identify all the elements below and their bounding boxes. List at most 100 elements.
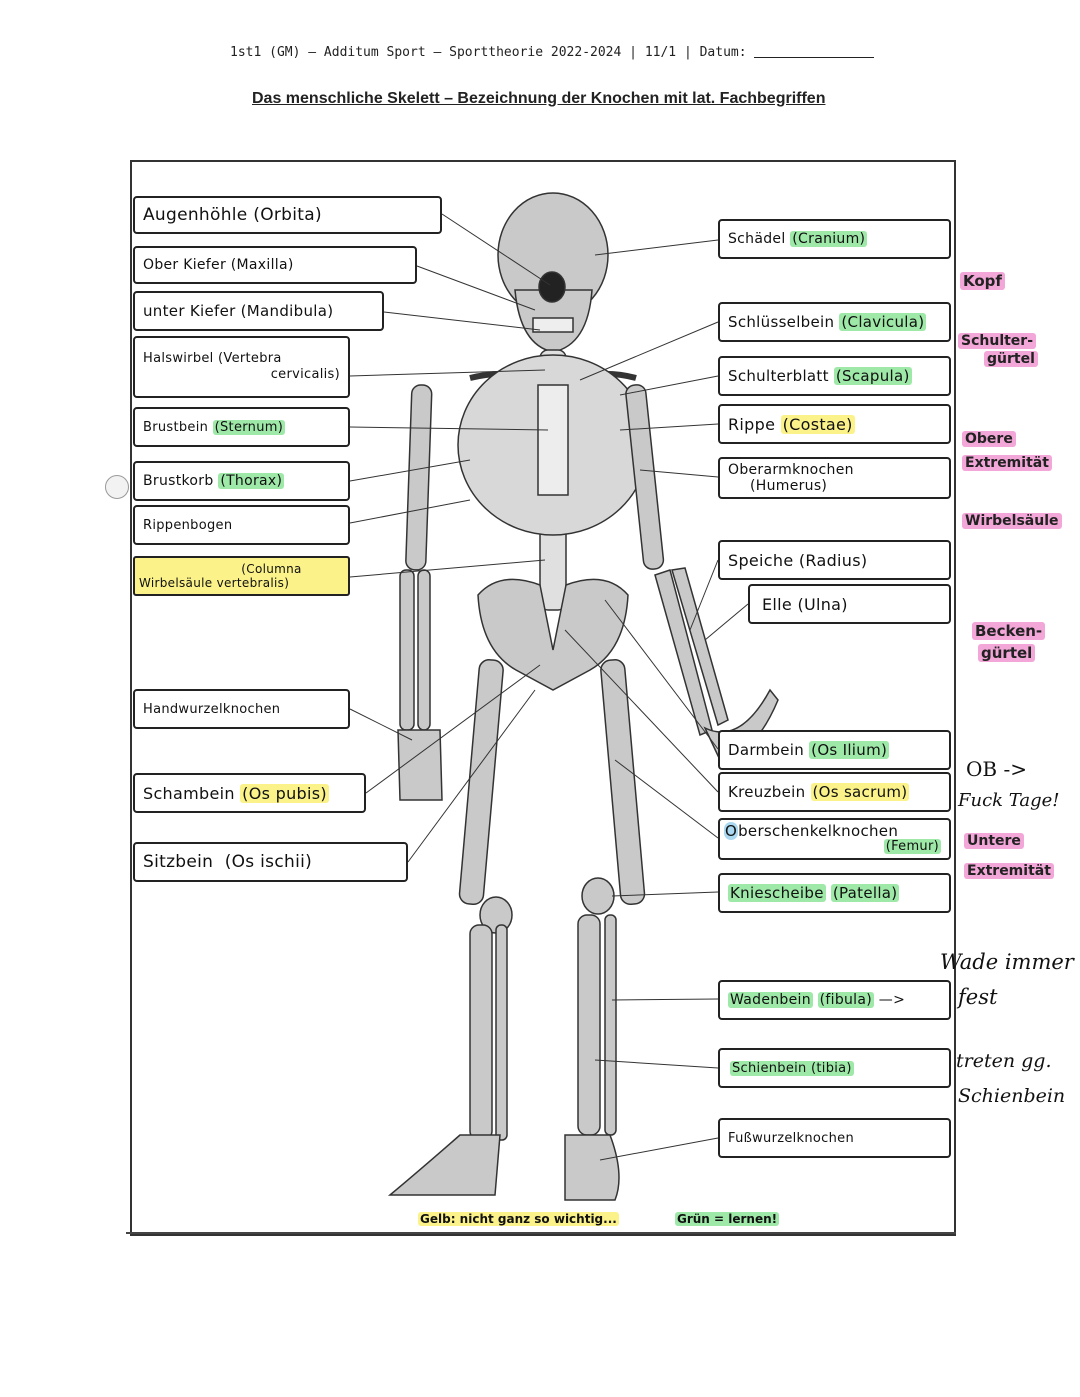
label-cranium-lat: (Cranium) bbox=[790, 231, 868, 247]
label-humerus: Oberarmknochen (Humerus) bbox=[718, 457, 951, 499]
note-fuck-tage: Fuck Tage! bbox=[958, 790, 1060, 811]
label-patella-lat: (Patella) bbox=[830, 884, 900, 902]
region-becken-2: gürtel bbox=[978, 644, 1036, 662]
label-sacrum-de: Kreuzbein bbox=[728, 783, 806, 801]
region-schulter-1: Schulter- bbox=[958, 333, 1037, 349]
label-fusswurzel-de: Fußwurzelknochen bbox=[728, 1130, 854, 1146]
region-kopf: Kopf bbox=[960, 272, 1005, 290]
region-schulter-2: gürtel bbox=[984, 351, 1038, 367]
label-ulna-lat: (Ulna) bbox=[797, 594, 848, 614]
region-obere-2: Extremität bbox=[962, 455, 1052, 471]
label-cranium-de: Schädel bbox=[728, 231, 786, 247]
label-sacrum-lat: (Os sacrum) bbox=[810, 783, 910, 801]
label-femur-de2: berschenkelknochen bbox=[738, 822, 899, 840]
note-ob: OB -> bbox=[966, 757, 1027, 781]
label-mandibula-de: unter Kiefer bbox=[143, 302, 236, 320]
label-thorax: Brustkorb (Thorax) bbox=[133, 461, 350, 501]
label-pubis-lat: (Os pubis) bbox=[240, 783, 329, 803]
label-columna: (Columna Wirbelsäule vertebralis) bbox=[133, 556, 350, 596]
region-untere-2: Extremität bbox=[964, 863, 1054, 879]
label-scapula: Schulterblatt (Scapula) bbox=[718, 356, 951, 396]
label-handwurzel-de: Handwurzelknochen bbox=[143, 701, 281, 717]
label-tibia-text: Schienbein (tibia) bbox=[730, 1060, 854, 1076]
label-fibula: Wadenbein (fibula) —> bbox=[718, 980, 951, 1020]
date-blank[interactable] bbox=[754, 47, 875, 58]
label-fibula-de: Wadenbein bbox=[728, 992, 813, 1008]
label-patella-de: Kniescheibe bbox=[728, 884, 826, 902]
label-fibula-lat: (fibula) bbox=[817, 992, 875, 1008]
label-mandibula: unter Kiefer (Mandibula) bbox=[133, 291, 384, 331]
label-sternum-lat: (Sternum) bbox=[212, 419, 286, 435]
label-clavicula-de: Schlüsselbein bbox=[728, 313, 835, 331]
label-orbita-de: Augenhöhle bbox=[143, 205, 248, 225]
region-obere-1: Obere bbox=[962, 431, 1016, 447]
label-costae: Rippe (Costae) bbox=[718, 404, 951, 444]
note-schienbein: Schienbein bbox=[958, 1085, 1066, 1107]
label-scapula-lat: (Scapula) bbox=[833, 367, 912, 385]
label-rippenbogen: Rippenbogen bbox=[133, 505, 350, 545]
label-femur: Oberschenkelknochen (Femur) bbox=[718, 818, 951, 860]
arrow-to-note: —> bbox=[878, 992, 906, 1008]
label-costae-de: Rippe bbox=[728, 414, 776, 434]
region-untere-extremitaet: Untere Extremität bbox=[964, 832, 1054, 880]
region-wirbelsaeule-text: Wirbelsäule bbox=[962, 513, 1062, 529]
label-tibia: Schienbein (tibia) bbox=[718, 1048, 951, 1088]
label-humerus-de: Oberarmknochen bbox=[728, 462, 854, 478]
note-fest: fest bbox=[958, 985, 998, 1009]
page-title: Das menschliche Skelett – Bezeichnung de… bbox=[252, 90, 826, 107]
region-beckenguertel: Becken- gürtel bbox=[972, 622, 1046, 662]
legend-yellow: Gelb: nicht ganz so wichtig... bbox=[418, 1212, 619, 1226]
region-schulterguertel: Schulter- gürtel bbox=[958, 332, 1038, 368]
label-mandibula-lat: (Mandibula) bbox=[240, 302, 334, 320]
label-humerus-lat: (Humerus) bbox=[750, 478, 828, 494]
page-header: 1st1 (GM) – Additum Sport – Sporttheorie… bbox=[230, 45, 875, 60]
label-ischii-de: Sitzbein bbox=[143, 852, 214, 872]
label-ilium-de: Darmbein bbox=[728, 741, 805, 759]
region-becken-1: Becken- bbox=[972, 622, 1046, 640]
punch-hole bbox=[105, 475, 129, 499]
label-orbita: Augenhöhle (Orbita) bbox=[133, 196, 442, 234]
label-scapula-de: Schulterblatt bbox=[728, 367, 829, 385]
note-wade-immer: Wade immer bbox=[940, 950, 1074, 974]
label-thorax-de: Brustkorb bbox=[143, 473, 214, 489]
label-vertebra-lat2: cervicalis) bbox=[270, 367, 340, 382]
label-rippenbogen-de: Rippenbogen bbox=[143, 517, 233, 533]
label-clavicula: Schlüsselbein (Clavicula) bbox=[718, 302, 951, 342]
region-obere-extremitaet: Obere Extremität bbox=[962, 430, 1052, 472]
label-femur-lat: (Femur) bbox=[883, 839, 941, 854]
label-ischii-lat: (Os ischii) bbox=[224, 852, 313, 872]
bottom-rule bbox=[126, 1232, 956, 1234]
label-patella: Kniescheibe (Patella) bbox=[718, 873, 951, 913]
label-ilium: Darmbein (Os Ilium) bbox=[718, 730, 951, 770]
legend-green-text: Grün = lernen! bbox=[675, 1212, 780, 1226]
label-radius-de: Speiche bbox=[728, 550, 794, 570]
label-sternum: Brustbein (Sternum) bbox=[133, 407, 350, 447]
legend-green: Grün = lernen! bbox=[675, 1212, 780, 1226]
header-course: 1st1 (GM) – Additum Sport – Sporttheorie… bbox=[230, 45, 747, 60]
region-wirbelsaeule: Wirbelsäule bbox=[962, 512, 1062, 530]
label-columna-de: Wirbelsäule bbox=[139, 576, 213, 590]
note-treten: treten gg. bbox=[956, 1050, 1052, 1072]
label-orbita-lat: (Orbita) bbox=[253, 205, 322, 225]
label-vertebra: Halswirbel (Vertebra cervicalis) bbox=[133, 336, 350, 398]
label-femur-de1: O bbox=[724, 822, 739, 840]
figure-frame bbox=[130, 160, 956, 1236]
label-maxilla-de: Ober Kiefer bbox=[143, 257, 227, 273]
label-pubis: Schambein (Os pubis) bbox=[133, 773, 366, 813]
region-untere-1: Untere bbox=[964, 833, 1024, 849]
label-sacrum: Kreuzbein (Os sacrum) bbox=[718, 772, 951, 812]
label-fusswurzel: Fußwurzelknochen bbox=[718, 1118, 951, 1158]
label-thorax-lat: (Thorax) bbox=[218, 473, 285, 489]
label-vertebra-lat1: (Vertebra bbox=[218, 351, 282, 366]
label-maxilla-lat: (Maxilla) bbox=[230, 257, 294, 273]
label-costae-lat: (Costae) bbox=[780, 414, 855, 434]
label-vertebra-de: Halswirbel bbox=[143, 351, 214, 366]
label-maxilla: Ober Kiefer (Maxilla) bbox=[133, 246, 417, 284]
label-ilium-lat: (Os Ilium) bbox=[809, 741, 890, 759]
label-columna-lat2: vertebralis) bbox=[216, 576, 290, 590]
label-columna-lat1: (Columna bbox=[241, 562, 302, 576]
legend-yellow-text: Gelb: nicht ganz so wichtig... bbox=[418, 1212, 619, 1226]
label-sternum-de: Brustbein bbox=[143, 419, 209, 435]
label-clavicula-lat: (Clavicula) bbox=[839, 313, 927, 331]
